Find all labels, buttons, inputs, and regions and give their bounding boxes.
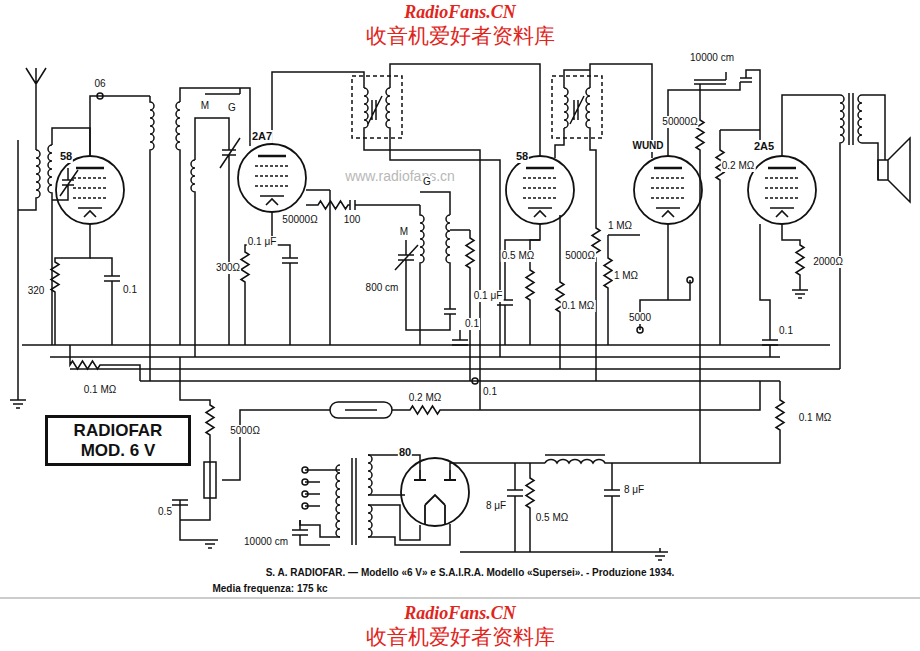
switch-label: 06 — [93, 78, 106, 90]
tube-label: 2A5 — [753, 140, 775, 153]
value-label: 800 cm — [365, 282, 400, 294]
value-label: 50000Ω — [661, 116, 698, 128]
value-label: 300Ω — [215, 262, 241, 274]
terminal-label: M — [200, 100, 210, 112]
value-label: 2000Ω — [812, 256, 844, 268]
value-label: 0.1 μF — [473, 290, 504, 302]
box-text: RADIOFAR MOD. 6 V — [58, 421, 178, 460]
watermark: www.radiofans.cn — [344, 168, 456, 184]
value-label: 0.5 MΩ — [535, 512, 570, 524]
tube-label: 58 — [515, 150, 529, 163]
value-label: 0.1 — [464, 318, 480, 330]
value-label: 0.1 MΩ — [561, 300, 596, 312]
value-label: 0.2 MΩ — [721, 160, 756, 172]
value-label: 320 — [27, 285, 46, 297]
value-label: 0.1 MΩ — [83, 384, 118, 396]
tube-label: 2A7 — [251, 130, 273, 143]
value-label: 1 MΩ — [613, 270, 639, 282]
watermark: RadioFans.CN — [403, 2, 517, 23]
value-label: 8 μF — [485, 500, 507, 512]
value-label: 5000 — [628, 312, 652, 324]
value-label: 0.1 — [122, 284, 138, 296]
watermark: RadioFans.CN — [403, 603, 517, 624]
value-label: 0.1 MΩ — [798, 412, 833, 424]
watermark: 收音机爱好者资料库 — [365, 24, 556, 48]
terminal-label: G — [227, 102, 237, 114]
tube-label: 80 — [398, 446, 412, 459]
value-label: 1 MΩ — [607, 220, 633, 232]
title-box: RADIOFAR MOD. 6 V — [45, 415, 191, 466]
tube-label: 58 — [59, 150, 73, 163]
value-label: 10000 cm — [243, 536, 289, 548]
value-label: 0.5 MΩ — [501, 250, 536, 262]
caption: S. A. RADIOFAR. — Modello «6 V» e S.A.I.… — [265, 567, 676, 579]
value-label: 0.5 — [157, 506, 173, 518]
terminal-label: M — [399, 226, 409, 238]
note: Media frequenza: 175 kc — [211, 583, 328, 595]
value-label: 0.1 — [482, 386, 498, 398]
value-label: 50000Ω — [281, 214, 318, 226]
value-label: 0.2 MΩ — [408, 392, 443, 404]
value-label: 0.1 μF — [247, 236, 278, 248]
watermark: 收音机爱好者资料库 — [365, 625, 556, 649]
value-label: 5000Ω — [564, 250, 596, 262]
terminal-label: G — [422, 176, 432, 188]
value-label: 100 — [343, 214, 362, 226]
value-label: 10000 cm — [689, 52, 735, 64]
value-label: 8 μF — [623, 484, 645, 496]
value-label: 0.1 — [778, 325, 794, 337]
value-label: 5000Ω — [229, 425, 261, 437]
tube-label: WUND — [631, 140, 664, 152]
